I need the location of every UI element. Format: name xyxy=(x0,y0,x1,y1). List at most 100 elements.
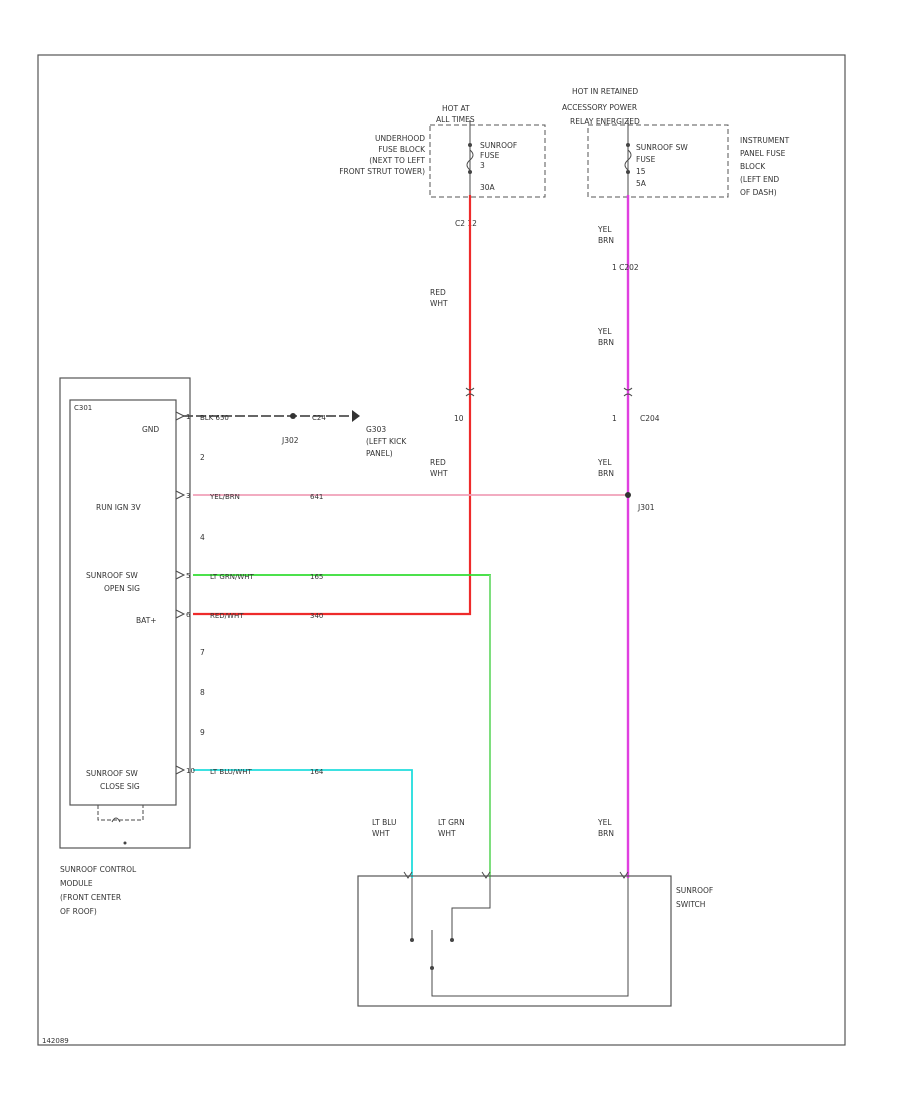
violet-label-2b: BRN xyxy=(598,338,614,347)
switch-internal-open xyxy=(451,878,491,940)
underhood-location-line3: (NEXT TO LEFT xyxy=(369,156,425,165)
instrument-panel-fuse-block: HOT IN RETAINED ACCESSORY POWER RELAY EN… xyxy=(562,87,790,198)
sunroof-sw-fuse-line4: 5A xyxy=(636,179,647,188)
ip-location-line4: (LEFT END xyxy=(740,175,779,184)
module-name-line3: (FRONT CENTER xyxy=(60,893,121,902)
ip-fuse-block-outline xyxy=(587,124,729,198)
module-outer-box xyxy=(59,377,191,849)
violet-label-4a: YEL xyxy=(597,818,612,827)
switch-pin-c xyxy=(619,871,629,879)
fuse-left-terminal-bottom xyxy=(468,170,472,174)
fuse-right-terminal-top xyxy=(626,143,630,147)
module-motor-coil xyxy=(111,817,121,823)
pin-number-4: 4 xyxy=(200,533,205,542)
pin-bat-label: BAT+ xyxy=(136,616,157,625)
hot-at-all-times-line2: ALL TIMES xyxy=(436,115,475,124)
pin-number-5: 5 xyxy=(186,572,190,580)
pin-number-10: 10 xyxy=(186,767,195,775)
module-case-ground-dot xyxy=(123,841,127,845)
run-wire-label: YEL/BRN xyxy=(209,493,240,501)
pin-3-marker xyxy=(175,490,186,500)
underhood-fuse-block: HOT AT ALL TIMES UNDERHOOD FUSE BLOCK (N… xyxy=(339,104,546,228)
violet-inline-connector xyxy=(623,387,633,391)
ground-wire-num: C24 xyxy=(312,414,326,422)
pin-number-1: 1 xyxy=(186,413,190,421)
underhood-location-line4: FRONT STRUT TOWER) xyxy=(339,167,425,176)
open-wire-num: 165 xyxy=(310,573,323,581)
ground-label-line2: (LEFT KICK xyxy=(366,437,407,446)
ground-symbol xyxy=(352,410,360,422)
switch-name-line1: SUNROOF xyxy=(676,886,713,895)
red-wire-label-1b: WHT xyxy=(430,299,448,308)
bat-wire-red xyxy=(193,195,472,616)
pin-number-6: 6 xyxy=(186,611,191,619)
red-inline-connector-b xyxy=(465,393,475,397)
ip-location-line5: OF DASH) xyxy=(740,188,777,197)
violet-inline-connector-b xyxy=(623,393,633,397)
pin-number-7: 7 xyxy=(200,648,205,657)
pin-number-2: 2 xyxy=(200,453,205,462)
switch-box xyxy=(357,875,672,1007)
red-inline-connector xyxy=(465,387,475,391)
run-wire-num: 641 xyxy=(310,493,323,501)
red-pin-10: 10 xyxy=(454,414,464,423)
close-sig-wire-cyan xyxy=(193,769,413,878)
open-wire-label: LT GRN/WHT xyxy=(210,573,255,581)
sunroof-sw-fuse-line3: 15 xyxy=(636,167,646,176)
footer-code: 142089 xyxy=(42,1037,69,1045)
splice-j301: J301 xyxy=(637,503,655,512)
sunroof-control-module: C301 GND RUN IGN 3V SUNROOF SW OPEN SIG … xyxy=(59,377,205,916)
pin-number-3: 3 xyxy=(186,492,190,500)
fuse-left-terminal-top xyxy=(468,143,472,147)
pin-10-marker xyxy=(175,765,186,775)
pin-number-9: 9 xyxy=(200,728,205,737)
splice-j301-dot xyxy=(625,492,631,498)
module-name-line2: MODULE xyxy=(60,879,93,888)
violet-label-1a: YEL xyxy=(597,225,612,234)
red-wire-label-1a: RED xyxy=(430,288,446,297)
underhood-fuse-block-outline xyxy=(429,124,546,198)
underhood-location-line2: FUSE BLOCK xyxy=(378,145,426,154)
sunroof-fuse-line2: FUSE xyxy=(480,151,500,160)
violet-label-2a: YEL xyxy=(597,327,612,336)
retained-power-line2: ACCESSORY POWER xyxy=(562,103,637,112)
ground-label-line1: G303 xyxy=(366,425,386,434)
retained-power-line3: RELAY ENERGIZED xyxy=(570,117,640,126)
sunroof-switch: SUNROOF SWITCH xyxy=(357,871,713,1007)
pin-1-marker xyxy=(175,411,186,421)
pin-number-8: 8 xyxy=(200,688,205,697)
diagram-frame xyxy=(37,54,846,1046)
switch-contact-open xyxy=(450,938,454,942)
sunroof-fuse-line1: SUNROOF xyxy=(480,141,517,150)
pin-open-label-2: OPEN SIG xyxy=(104,584,140,593)
connector-c202: 1 C202 xyxy=(612,263,639,272)
switch-contact-close xyxy=(410,938,414,942)
retained-power-line1: HOT IN RETAINED xyxy=(572,87,638,96)
ground-wire-label: BLK 650 xyxy=(200,414,229,422)
fuse-left-element xyxy=(466,149,474,171)
pin-open-label-1: SUNROOF SW xyxy=(86,571,138,580)
lt-blu-label-b: WHT xyxy=(372,829,390,838)
violet-label-4b: BRN xyxy=(598,829,614,838)
pin-close-label-1: SUNROOF SW xyxy=(86,769,138,778)
lt-grn-label-a: LT GRN xyxy=(438,818,465,827)
module-motor-symbol xyxy=(97,805,144,821)
ip-location-line1: INSTRUMENT xyxy=(740,136,790,145)
ground-label-line3: PANEL) xyxy=(366,449,393,458)
pin-6-marker xyxy=(175,609,186,619)
red-wire-label-2b: WHT xyxy=(430,469,448,478)
splice-j302-dot xyxy=(290,413,296,419)
close-wire-label: LT BLU/WHT xyxy=(210,768,252,776)
connector-c2: C2 12 xyxy=(455,219,477,228)
module-inner-box xyxy=(69,399,177,806)
sunroof-sw-fuse-line1: SUNROOF SW xyxy=(636,143,688,152)
hot-at-all-times-line1: HOT AT xyxy=(442,104,470,113)
c204-pin: 1 xyxy=(612,414,617,423)
sunroof-fuse-line3: 3 xyxy=(480,161,485,170)
violet-label-3b: BRN xyxy=(598,469,614,478)
ip-location-line3: BLOCK xyxy=(740,162,766,171)
pin-5-marker xyxy=(175,570,186,580)
ip-location-line2: PANEL FUSE xyxy=(740,149,786,158)
switch-internal-power xyxy=(431,878,629,997)
